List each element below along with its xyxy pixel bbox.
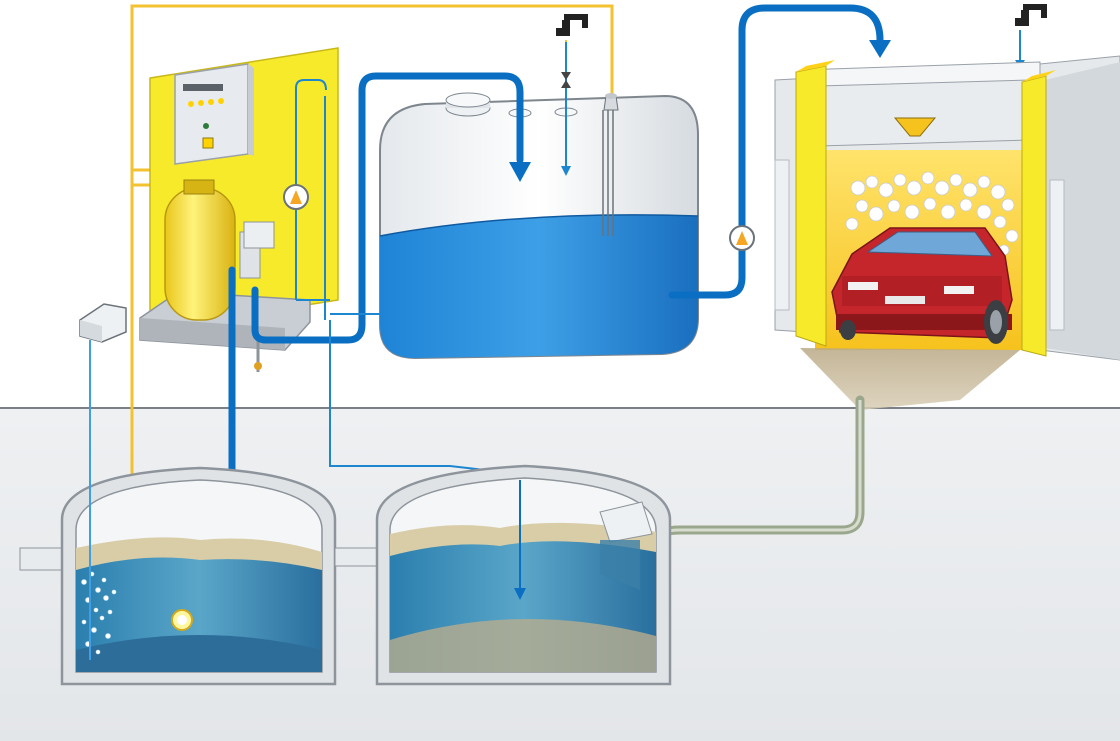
water-tap-icon [556,14,588,36]
car-wash-bay [774,55,1120,410]
pressure-filter [139,179,311,372]
clean-water-tank [379,92,699,360]
air-bubbles [81,571,117,655]
flow-arrows [509,40,891,182]
treatment-chamber [60,466,337,686]
chamber-connector [334,547,378,567]
air-blower [79,303,127,660]
pump-icon [283,184,309,210]
fresh-water-taps [556,4,1047,176]
float-switch-icon [171,609,193,631]
down-arrow-icon [509,162,531,182]
label-plate-icon [183,84,223,91]
pump-icon [729,225,755,251]
water-tap-icon [1015,4,1047,26]
foam [845,171,1019,256]
backwash-line [295,79,486,471]
car-icon [831,227,1013,344]
sedimentation-chamber [375,464,672,686]
down-arrow-icon [869,40,891,58]
